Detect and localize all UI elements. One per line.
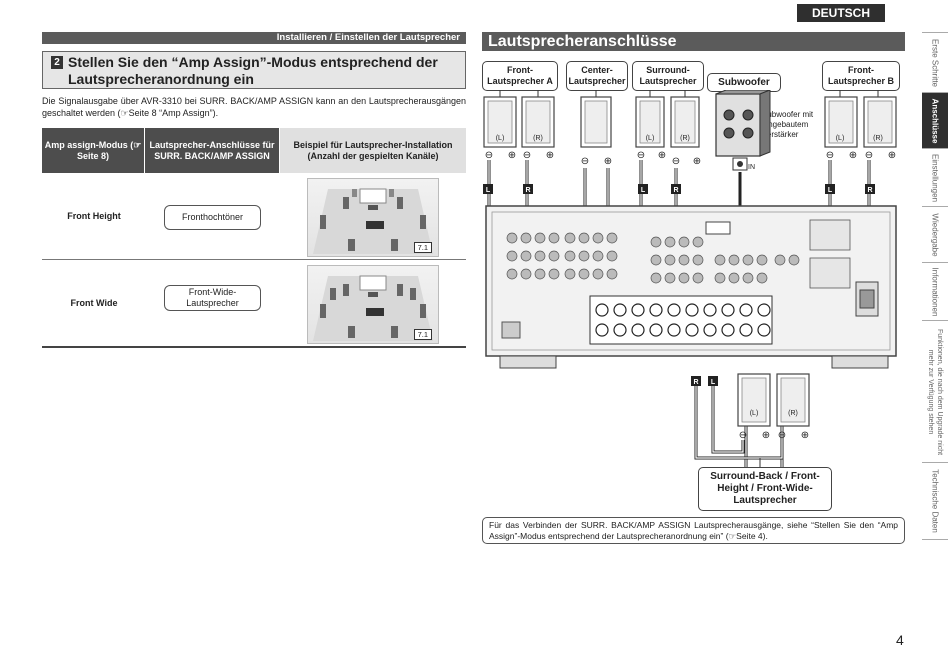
label-front-b: Front-Lautsprecher B — [822, 61, 900, 91]
svg-text:IN: IN — [748, 164, 755, 171]
channel-badge: 7.1 — [413, 242, 432, 253]
svg-text:⊕: ⊕ — [693, 156, 701, 167]
svg-text:L: L — [641, 187, 646, 194]
table-row-connection: Front-Wide-Lautsprecher — [164, 285, 261, 311]
svg-text:L: L — [711, 379, 716, 386]
svg-text:L: L — [828, 187, 833, 194]
svg-text:⊕: ⊕ — [888, 150, 896, 161]
label-surround: Surround-Lautsprecher — [632, 61, 704, 91]
table-header-mode: Amp assign-Modus (☞Seite 8) — [42, 128, 144, 173]
connection-note: Für das Verbinden der SURR. BACK/AMP ASS… — [482, 517, 905, 544]
subwoofer-note: Subwoofer mit eingebautem Verstärker — [762, 110, 814, 139]
svg-text:(R): (R) — [533, 135, 543, 142]
svg-text:⊖: ⊖ — [637, 150, 645, 161]
svg-text:⊕: ⊕ — [546, 150, 554, 161]
svg-text:R: R — [693, 379, 698, 386]
svg-text:⊖: ⊖ — [672, 156, 680, 167]
svg-text:R: R — [673, 187, 678, 194]
svg-text:⊖: ⊖ — [739, 430, 747, 441]
svg-text:(L): (L) — [750, 410, 759, 417]
svg-text:⊕: ⊕ — [801, 430, 809, 441]
tab-erste-schritte[interactable]: Erste Schritte — [922, 32, 948, 92]
svg-text:⊕: ⊕ — [604, 156, 612, 167]
table-row-mode: Front Height — [67, 211, 121, 221]
svg-text:R: R — [867, 187, 872, 194]
svg-text:⊖: ⊖ — [826, 150, 834, 161]
step-heading: 2 Stellen Sie den “Amp Assign”-Modus ent… — [42, 51, 466, 89]
svg-text:(L): (L) — [496, 135, 505, 142]
table-bottom-rule — [42, 346, 466, 348]
connection-diagram: (L) (R) (L) (R) (L) (R) ⊖ ⊕ ⊖ ⊕ ⊖ ⊕ ⊖ ⊕ ⊖ ⊕ ⊖ ⊕ ⊖… — [483, 90, 897, 470]
tab-technische-daten[interactable]: Technische Daten — [922, 462, 948, 540]
svg-text:⊕: ⊕ — [658, 150, 666, 161]
tab-anschluesse[interactable]: Anschlüsse — [922, 92, 948, 148]
language-badge: DEUTSCH — [797, 4, 885, 22]
svg-text:(R): (R) — [680, 135, 690, 142]
table-header-example: Beispiel für Lautsprecher-Installation (… — [280, 128, 466, 173]
svg-text:(L): (L) — [646, 135, 655, 142]
label-front-a: Front-Lautsprecher A — [482, 61, 558, 91]
svg-text:⊕: ⊕ — [849, 150, 857, 161]
page-number: 4 — [896, 632, 904, 648]
row-divider — [42, 259, 466, 260]
svg-text:⊖: ⊖ — [581, 156, 589, 167]
svg-text:⊕: ⊕ — [762, 430, 770, 441]
label-surround-back: Surround-Back / Front-Height / Front-Wid… — [698, 467, 832, 511]
tab-wiedergabe[interactable]: Wiedergabe — [922, 206, 948, 262]
table-row-connection: Fronthochtöner — [164, 205, 261, 230]
svg-text:(L): (L) — [836, 135, 845, 142]
svg-text:⊖: ⊖ — [865, 150, 873, 161]
tab-funktionen[interactable]: Funktionen, die nach dem Upgrade nicht m… — [922, 320, 948, 462]
table-header-connection: Lautsprecher-Anschlüsse für SURR. BACK/A… — [145, 128, 279, 173]
svg-text:⊖: ⊖ — [523, 150, 531, 161]
intro-text: Die Signalausgabe über AVR-3310 bei SURR… — [42, 96, 466, 118]
channel-badge: 7.1 — [413, 329, 432, 340]
room-illustration: 7.1 — [307, 265, 439, 344]
label-center: Center-Lautsprecher — [566, 61, 628, 91]
svg-text:L: L — [486, 187, 491, 194]
table-row-mode: Front Wide — [70, 298, 118, 308]
side-navigation: Erste Schritte Anschlüsse Einstellungen … — [922, 32, 948, 540]
tab-einstellungen[interactable]: Einstellungen — [922, 148, 948, 206]
svg-text:⊖: ⊖ — [778, 430, 786, 441]
room-illustration: 7.1 — [307, 178, 439, 257]
step-number: 2 — [51, 56, 63, 69]
section-header-bar: Installieren / Einstellen der Lautsprech… — [42, 32, 466, 44]
svg-text:⊕: ⊕ — [508, 150, 516, 161]
svg-text:⊖: ⊖ — [485, 150, 493, 161]
svg-text:(R): (R) — [788, 410, 798, 417]
step-title: Stellen Sie den “Amp Assign”-Modus entsp… — [68, 54, 438, 87]
svg-text:(R): (R) — [873, 135, 883, 142]
svg-text:R: R — [525, 187, 530, 194]
tab-informationen[interactable]: Informationen — [922, 262, 948, 320]
page-title: Lautsprecheranschlüsse — [482, 32, 905, 51]
